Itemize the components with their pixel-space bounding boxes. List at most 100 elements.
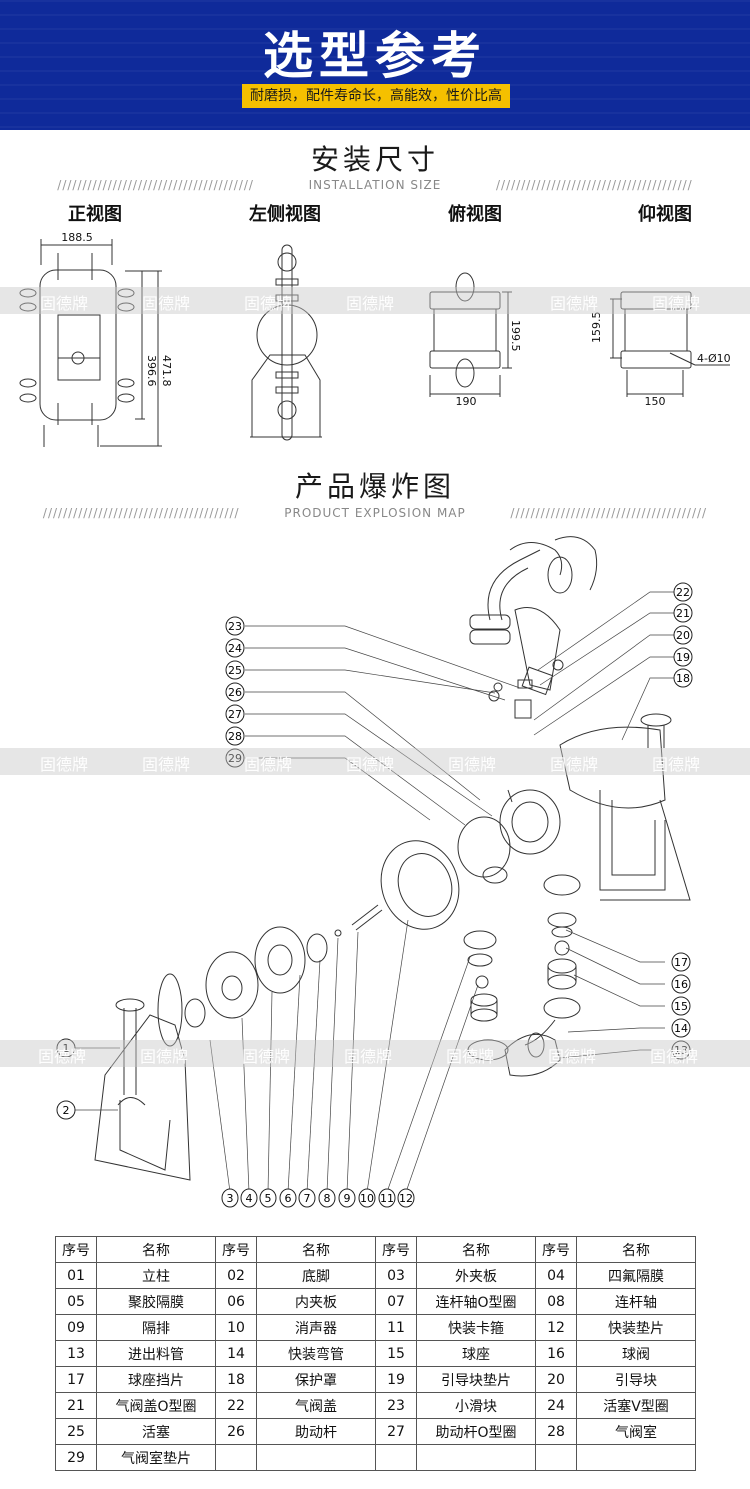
part-number-cell: 10 <box>215 1314 257 1341</box>
watermark-text: 固德牌 <box>142 294 191 313</box>
banner-subtitle: 耐磨损，配件寿命长，高能效，性价比高 <box>242 84 510 108</box>
bottom-view-drawing <box>610 291 730 397</box>
header-cell: 序号 <box>55 1236 97 1263</box>
explosion-title: 产品爆炸图 <box>294 470 455 503</box>
callouts-left: 23 24 25 26 27 28 29 <box>225 616 245 768</box>
watermark-text: 固德牌 <box>346 755 395 774</box>
callout-24: 24 <box>225 638 245 658</box>
part-number-cell: 02 <box>215 1262 257 1289</box>
part-name-cell: 助动杆O型圈 <box>416 1418 536 1445</box>
svg-text:23: 23 <box>228 620 242 633</box>
banner-title: 选型参考 <box>263 27 487 85</box>
explosion-drawing: 23 24 25 26 27 28 29 22 21 20 19 18 17 1… <box>56 536 693 1208</box>
part-number-cell: 29 <box>55 1444 97 1471</box>
header-cell: 名称 <box>576 1236 696 1263</box>
part-number-cell: 19 <box>375 1366 417 1393</box>
part-name-cell: 快装垫片 <box>576 1314 696 1341</box>
part-name-cell: 气阀室 <box>576 1418 696 1445</box>
callout-7: 7 <box>298 1188 316 1208</box>
watermark-text: 固德牌 <box>446 1047 495 1066</box>
svg-text:6: 6 <box>285 1192 292 1205</box>
part-number-cell: 25 <box>55 1418 97 1445</box>
part-name-cell <box>256 1444 376 1471</box>
part-number-cell: 18 <box>215 1366 257 1393</box>
part-name-cell: 球阀 <box>576 1340 696 1367</box>
callout-8: 8 <box>318 1188 336 1208</box>
svg-text:11: 11 <box>380 1192 394 1205</box>
part-name-cell: 外夹板 <box>416 1262 536 1289</box>
view-label-top: 俯视图 <box>448 204 502 225</box>
watermark-text: 固德牌 <box>244 755 293 774</box>
callout-29: 29 <box>225 748 245 768</box>
svg-text:9: 9 <box>344 1192 351 1205</box>
view-label-bottom: 仰视图 <box>638 204 692 225</box>
part-number-cell: 16 <box>535 1340 577 1367</box>
top-view-drawing <box>429 272 512 397</box>
part-number-cell: 17 <box>55 1366 97 1393</box>
leader-lines <box>75 591 675 1193</box>
callout-10: 10 <box>358 1188 376 1208</box>
svg-text:10: 10 <box>360 1192 374 1205</box>
part-name-cell: 快装卡箍 <box>416 1314 536 1341</box>
dim-bottom-height: 159.5 <box>590 312 603 344</box>
svg-text:14: 14 <box>674 1022 688 1035</box>
part-name-cell: 引导块垫片 <box>416 1366 536 1393</box>
part-name-cell: 立柱 <box>96 1262 216 1289</box>
watermark-text: 固德牌 <box>244 294 293 313</box>
part-name-cell: 气阀盖 <box>256 1392 376 1419</box>
divider-right: /////////////////////////////////////// <box>496 177 693 192</box>
part-name-cell: 保护罩 <box>256 1366 376 1393</box>
part-number-cell: 05 <box>55 1288 97 1315</box>
callout-25: 25 <box>225 660 245 680</box>
callout-17: 17 <box>671 952 691 972</box>
watermark-text: 固德牌 <box>652 294 701 313</box>
part-name-cell: 气阀室垫片 <box>96 1444 216 1471</box>
part-number-cell: 11 <box>375 1314 417 1341</box>
part-name-cell: 气阀盖O型圈 <box>96 1392 216 1419</box>
installation-title: 安装尺寸 <box>310 143 439 176</box>
svg-text:7: 7 <box>304 1192 311 1205</box>
svg-text:1: 1 <box>63 1042 70 1055</box>
part-name-cell: 助动杆 <box>256 1418 376 1445</box>
watermark-text: 固德牌 <box>40 755 89 774</box>
callout-6: 6 <box>279 1188 297 1208</box>
watermark-text: 固德牌 <box>550 755 599 774</box>
svg-text:28: 28 <box>228 730 242 743</box>
part-number-cell: 28 <box>535 1418 577 1445</box>
exploded-parts <box>94 536 691 1181</box>
svg-text:2: 2 <box>63 1104 70 1117</box>
part-number-cell: 20 <box>535 1366 577 1393</box>
part-name-cell: 四氟隔膜 <box>576 1262 696 1289</box>
part-number-cell: 13 <box>55 1340 97 1367</box>
part-name-cell: 隔排 <box>96 1314 216 1341</box>
svg-text:20: 20 <box>676 629 690 642</box>
part-number-cell: 12 <box>535 1314 577 1341</box>
dim-bottom-holes: 4-Ø10 <box>697 352 731 365</box>
part-number-cell: 26 <box>215 1418 257 1445</box>
part-name-cell: 连杆轴 <box>576 1288 696 1315</box>
part-name-cell: 聚胶隔膜 <box>96 1288 216 1315</box>
divider-left: /////////////////////////////////////// <box>42 505 240 520</box>
part-name-cell: 引导块 <box>576 1366 696 1393</box>
part-name-cell: 活塞 <box>96 1418 216 1445</box>
callout-13: 13 <box>671 1040 691 1060</box>
watermark-text: 固德牌 <box>550 294 599 313</box>
svg-text:19: 19 <box>676 651 690 664</box>
callout-9: 9 <box>338 1188 356 1208</box>
explosion-subtitle-row: ///////////////////////////////////////P… <box>0 505 750 520</box>
divider-left: /////////////////////////////////////// <box>57 177 254 192</box>
part-number-cell: 09 <box>55 1314 97 1341</box>
svg-text:25: 25 <box>228 664 242 677</box>
callout-18: 18 <box>673 668 693 688</box>
callout-4: 4 <box>240 1188 258 1208</box>
installation-subtitle-row: ///////////////////////////////////////I… <box>0 177 750 192</box>
callout-28: 28 <box>225 726 245 746</box>
watermark-text: 固德牌 <box>242 1047 291 1066</box>
part-number-cell: 24 <box>535 1392 577 1419</box>
watermark-text: 固德牌 <box>344 1047 393 1066</box>
